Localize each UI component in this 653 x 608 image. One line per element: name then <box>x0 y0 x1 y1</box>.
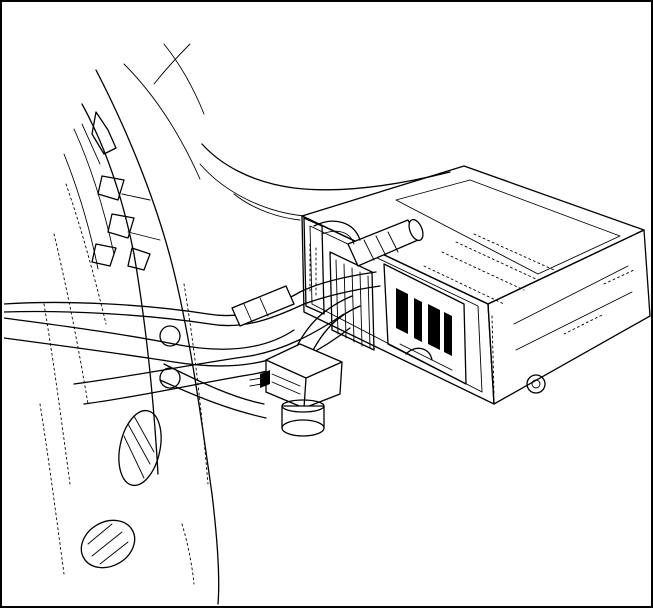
door-panel <box>39 43 220 605</box>
radio-unit <box>301 165 651 405</box>
wire-harness <box>4 271 381 419</box>
door-clips <box>81 111 161 271</box>
harness-connector <box>249 343 343 437</box>
illustration-canvas <box>4 4 653 608</box>
vent-openings <box>80 325 195 585</box>
dash-contour <box>199 143 451 221</box>
antenna-plug <box>313 218 424 267</box>
